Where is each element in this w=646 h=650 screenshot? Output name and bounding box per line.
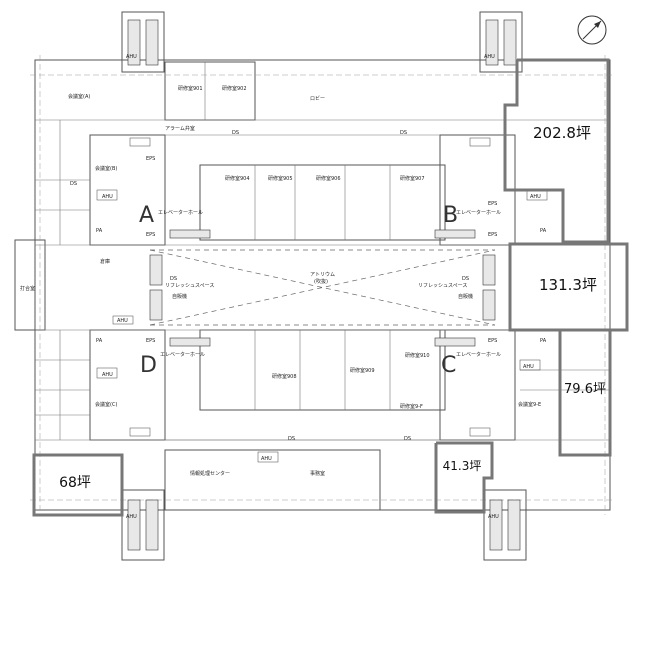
svg-text:AHU: AHU xyxy=(102,194,113,200)
room-meeting: 打合室 xyxy=(20,285,35,292)
room-kaigi-e: 会議室9-E xyxy=(518,401,541,408)
svg-text:DS: DS xyxy=(170,276,177,282)
svg-text:AHU: AHU xyxy=(126,514,137,520)
svg-text:DS: DS xyxy=(400,130,407,136)
svg-text:AHU: AHU xyxy=(523,364,534,370)
room-alarm: アラーム弁室 xyxy=(165,125,195,132)
room-lobby: ロビー xyxy=(310,95,325,102)
area-label-131: 131.3坪 xyxy=(539,276,597,294)
svg-text:DS: DS xyxy=(404,436,411,442)
room-901: 研修室901 xyxy=(178,85,203,92)
svg-text:DS: DS xyxy=(288,436,295,442)
room-storage: 倉庫 xyxy=(100,258,110,265)
room-vending-east: 自販機 xyxy=(458,293,473,300)
svg-text:AHU: AHU xyxy=(484,54,495,60)
svg-text:EPS: EPS xyxy=(146,338,155,344)
north-arrow-icon xyxy=(577,15,607,45)
svg-text:AHU: AHU xyxy=(126,54,137,60)
svg-text:AHU: AHU xyxy=(530,194,541,200)
svg-text:PA: PA xyxy=(96,228,103,234)
room-kaigi-f: 研修室9-F xyxy=(400,403,423,410)
area-label-41: 41.3坪 xyxy=(443,459,482,473)
svg-text:AHU: AHU xyxy=(102,372,113,378)
room-906: 研修室906 xyxy=(316,175,341,182)
room-elev-hall-b: エレベーターホール xyxy=(456,209,501,216)
room-909: 研修室909 xyxy=(350,367,375,374)
svg-text:EPS: EPS xyxy=(146,156,155,162)
room-910: 研修室910 xyxy=(405,352,430,359)
room-908: 研修室908 xyxy=(272,373,297,380)
area-label-202: 202.8坪 xyxy=(533,124,591,142)
area-label-68: 68坪 xyxy=(59,475,91,491)
zone-letter-a: A xyxy=(139,203,154,228)
svg-text:DS: DS xyxy=(462,276,469,282)
room-904: 研修室904 xyxy=(225,175,250,182)
zone-letter-d: D xyxy=(140,353,157,378)
room-refresh-west: リフレッシュスペース xyxy=(165,283,214,289)
svg-text:PA: PA xyxy=(540,338,547,344)
zone-letter-b: B xyxy=(443,203,458,228)
svg-text:AHU: AHU xyxy=(117,318,128,324)
equipment-tags: AHU AHU AHU AHU AHU AHU AHU AHU AHU AHU … xyxy=(70,54,547,520)
room-office: 事務室 xyxy=(310,470,325,477)
svg-text:PA: PA xyxy=(540,228,547,234)
atrium-void xyxy=(149,249,496,326)
room-refresh-east: リフレッシュスペース xyxy=(418,283,467,289)
svg-text:AHU: AHU xyxy=(488,514,499,520)
room-kaigi-c: 会議室(C) xyxy=(95,401,117,408)
room-907: 研修室907 xyxy=(400,175,425,182)
room-elev-hall-c: エレベーターホール xyxy=(456,351,501,358)
room-kaigi-a: 会議室(A) xyxy=(68,93,90,100)
svg-text:EPS: EPS xyxy=(488,338,497,344)
svg-text:PA: PA xyxy=(96,338,103,344)
svg-text:DS: DS xyxy=(70,181,77,187)
partition-lines xyxy=(35,62,610,441)
rental-area-outlines xyxy=(32,58,629,517)
svg-text:EPS: EPS xyxy=(488,232,497,238)
svg-text:EPS: EPS xyxy=(488,201,497,207)
grid-axes xyxy=(30,55,615,515)
zone-letter-c: C xyxy=(441,353,456,378)
svg-text:DS: DS xyxy=(232,130,239,136)
building-outline xyxy=(14,11,611,561)
room-info-center: 情報処理センター xyxy=(190,470,230,477)
room-905: 研修室905 xyxy=(268,175,293,182)
area-label-79: 79.6坪 xyxy=(564,382,606,397)
svg-text:AHU: AHU xyxy=(261,456,272,462)
room-atrium: アトリウム xyxy=(310,271,335,278)
core-details xyxy=(127,19,521,551)
room-labels: 研修室901 研修室902 ロビー 研修室904 研修室905 研修室906 研… xyxy=(20,85,541,477)
room-902: 研修室902 xyxy=(222,85,247,92)
room-elev-hall-a: エレベーターホール xyxy=(158,209,203,216)
room-elev-hall-d: エレベーターホール xyxy=(160,351,205,358)
equipment-boxes xyxy=(96,137,548,463)
room-vending-west: 自販機 xyxy=(172,293,187,300)
room-atrium-sub: (吹抜) xyxy=(314,278,328,285)
svg-text:EPS: EPS xyxy=(146,232,155,238)
room-kaigi-b: 会議室(B) xyxy=(95,165,117,172)
